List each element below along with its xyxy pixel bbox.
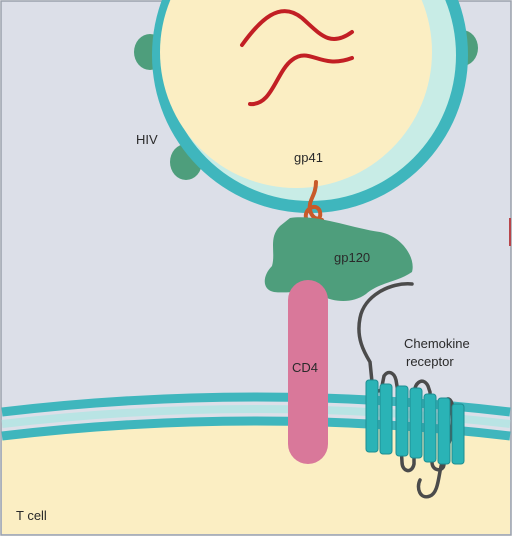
transmembrane-helix bbox=[409, 387, 423, 459]
chemokine-receptor-label-line1: Chemokine bbox=[404, 336, 470, 351]
transmembrane-helix bbox=[379, 383, 393, 455]
gp120-label: gp120 bbox=[334, 250, 370, 265]
transmembrane-helix bbox=[365, 379, 379, 453]
t-cell-label: T cell bbox=[16, 508, 47, 523]
virus-interior bbox=[160, 0, 432, 188]
hiv-label: HIV bbox=[136, 132, 158, 147]
chemokine-receptor-label-line2: receptor bbox=[406, 354, 454, 369]
transmembrane-helix bbox=[451, 403, 465, 465]
cd4 bbox=[288, 280, 328, 464]
receptor-helices bbox=[365, 379, 465, 465]
transmembrane-helix bbox=[437, 397, 451, 465]
rna-strand bbox=[248, 53, 354, 106]
cd4-label: CD4 bbox=[292, 360, 318, 375]
transmembrane-helix bbox=[423, 393, 437, 463]
gp120 bbox=[264, 217, 413, 301]
hiv-virion bbox=[134, 0, 478, 213]
gp41-label: gp41 bbox=[294, 150, 323, 165]
chemokine-receptor bbox=[357, 282, 465, 499]
rna-strand bbox=[240, 9, 354, 47]
edge-mark bbox=[509, 218, 511, 246]
transmembrane-helix bbox=[395, 385, 409, 457]
